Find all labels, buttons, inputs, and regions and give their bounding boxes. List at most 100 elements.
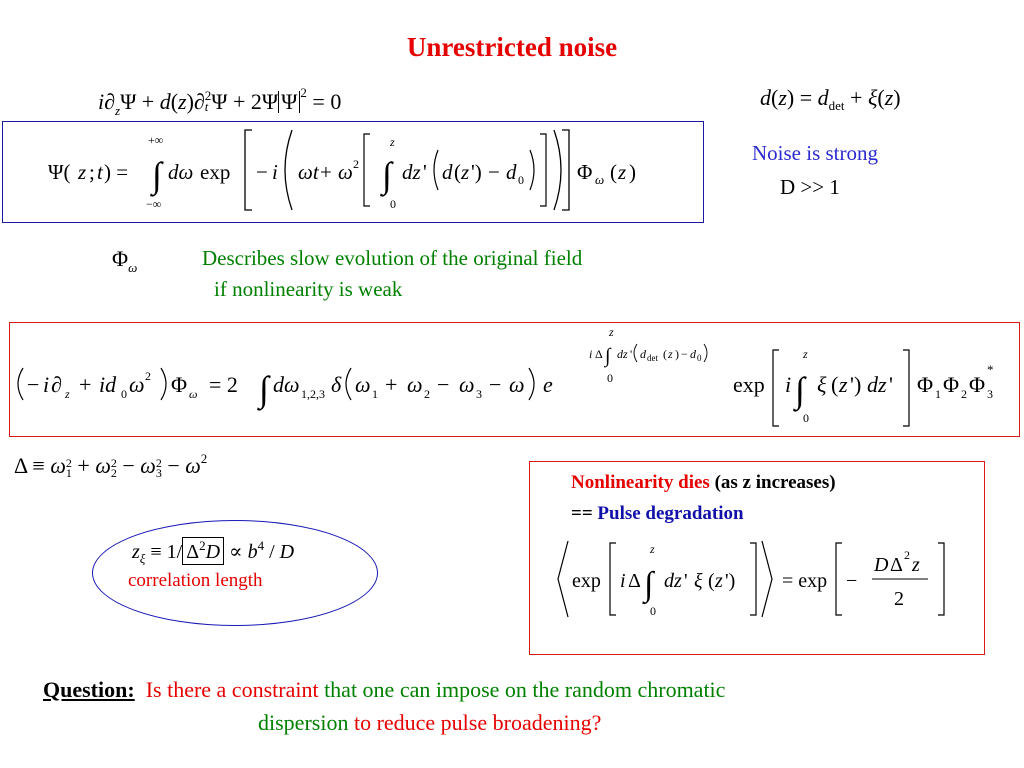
svg-text:det: det: [647, 353, 658, 363]
svg-text:Φ: Φ: [917, 372, 933, 397]
svg-text:Ψ(: Ψ(: [48, 160, 71, 184]
svg-text:2: 2: [353, 157, 359, 171]
svg-text:d: d: [640, 347, 647, 361]
svg-text:': ': [889, 372, 893, 397]
svg-text:3: 3: [987, 387, 993, 401]
svg-text:Δ: Δ: [890, 554, 903, 576]
svg-text:Φ: Φ: [943, 372, 959, 397]
svg-text:): ): [675, 347, 679, 361]
question-line-2: dispersion to reduce pulse broadening?: [258, 710, 601, 736]
field-expansion-box: [2, 121, 704, 223]
svg-text:0: 0: [697, 353, 702, 363]
z-xi-definition: zξ ≡ 1/Δ2D ∝ b4 / D: [132, 537, 295, 566]
question-broadening-text: to reduce pulse broadening?: [348, 710, 602, 735]
svg-text:∫: ∫: [150, 155, 164, 197]
slide-title: Unrestricted noise: [406, 32, 618, 62]
svg-text:−: −: [256, 160, 268, 184]
question-line-1: Question: Is there a constraint that one…: [43, 677, 725, 703]
svg-text:Δ: Δ: [628, 570, 641, 592]
svg-text:z: z: [64, 387, 70, 401]
svg-text:ω: ω: [595, 172, 604, 187]
svg-text:ξ: ξ: [817, 372, 827, 397]
svg-text:dz: dz: [402, 160, 421, 184]
svg-text:e: e: [543, 372, 553, 397]
pulse-degradation-text: Pulse degradation: [597, 503, 744, 524]
svg-text:) =: ) =: [104, 160, 128, 184]
svg-text:dz: dz: [867, 372, 887, 397]
svg-text:3: 3: [476, 387, 482, 401]
svg-text:Φ: Φ: [969, 372, 985, 397]
svg-text:i: i: [589, 347, 592, 361]
svg-text:ω: ω: [129, 372, 145, 397]
evolution-equation-box: [9, 322, 1020, 437]
svg-text:z: z: [802, 347, 808, 361]
svg-text:ω: ω: [407, 372, 423, 397]
svg-text:ω: ω: [459, 372, 475, 397]
svg-text:−: −: [488, 160, 500, 184]
svg-text:(: (: [831, 372, 838, 397]
svg-text:+: +: [385, 372, 397, 397]
svg-text:dω: dω: [273, 372, 300, 397]
svg-text:−: −: [681, 347, 688, 361]
svg-text:0: 0: [518, 173, 524, 187]
svg-text:ξ: ξ: [694, 570, 703, 592]
svg-text:z: z: [667, 347, 673, 361]
svg-text:z: z: [389, 135, 395, 149]
svg-text:δ: δ: [331, 372, 342, 397]
svg-text:i: i: [620, 570, 626, 592]
nonlinearity-dies-line: Nonlinearity dies (as z increases): [571, 472, 836, 494]
svg-text:−∞: −∞: [146, 197, 161, 211]
svg-text:'): '): [850, 372, 861, 397]
svg-text:z: z: [911, 554, 920, 576]
svg-text:exp: exp: [733, 372, 765, 397]
svg-text:z: z: [617, 160, 626, 184]
svg-text:t: t: [97, 160, 104, 184]
svg-text:+: +: [79, 372, 91, 397]
svg-text:d: d: [690, 347, 697, 361]
svg-text:2: 2: [904, 548, 910, 562]
equivalence-marker: ==: [571, 503, 593, 524]
svg-text:Φ: Φ: [577, 160, 592, 184]
d-condition: D >> 1: [780, 175, 840, 199]
svg-text:1,2,3: 1,2,3: [301, 387, 325, 401]
nonlinearity-box: [529, 461, 985, 655]
svg-text:;: ;: [89, 160, 95, 184]
svg-text:(: (: [610, 160, 617, 184]
svg-text:z: z: [460, 160, 469, 184]
svg-text:id: id: [99, 372, 117, 397]
svg-text:ω: ω: [509, 372, 525, 397]
svg-text:': ': [684, 570, 688, 592]
svg-text:∂: ∂: [51, 372, 62, 397]
svg-text:ω: ω: [338, 160, 353, 184]
svg-text:2: 2: [424, 387, 430, 401]
svg-text:1: 1: [935, 387, 941, 401]
svg-text:'): '): [471, 160, 482, 184]
svg-text:z: z: [608, 325, 614, 339]
svg-text:D: D: [873, 554, 889, 576]
svg-text:z: z: [838, 372, 848, 397]
svg-text:= 2: = 2: [209, 372, 238, 397]
svg-text:): ): [629, 160, 636, 184]
svg-text:∫: ∫: [793, 370, 807, 412]
correlation-length-ellipse: [92, 520, 378, 626]
svg-text:(: (: [454, 160, 461, 184]
svg-text:0: 0: [803, 411, 809, 425]
svg-text:−: −: [27, 372, 39, 397]
svg-text:': ': [423, 160, 427, 184]
svg-text:1: 1: [372, 387, 378, 401]
svg-text:i: i: [785, 372, 791, 397]
svg-text:= exp: = exp: [782, 570, 827, 592]
pulse-degradation-line: == Pulse degradation: [571, 503, 744, 525]
svg-text:∫: ∫: [642, 566, 656, 605]
svg-text:ωt: ωt: [298, 160, 320, 184]
svg-text:d: d: [442, 160, 453, 184]
svg-text:2: 2: [145, 369, 151, 383]
svg-text:(: (: [663, 347, 667, 361]
svg-text:i: i: [272, 160, 278, 184]
description-line-1: Describes slow evolution of the original…: [202, 246, 583, 270]
svg-text:z: z: [649, 542, 655, 556]
